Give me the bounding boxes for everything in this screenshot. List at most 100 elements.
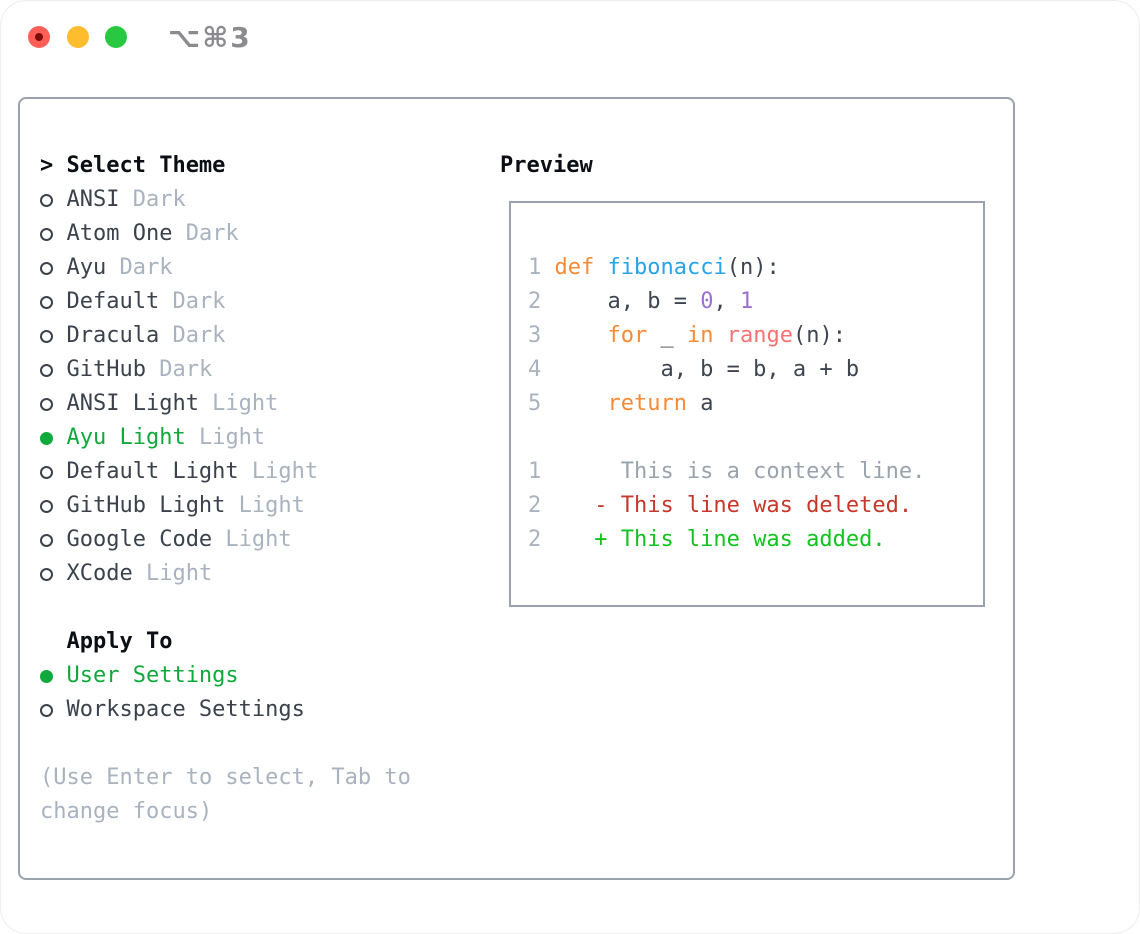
theme-option[interactable]: GitHub Dark <box>40 353 411 387</box>
theme-option[interactable]: GitHub Light Light <box>40 489 411 523</box>
code-token <box>713 323 726 348</box>
hint-text: (Use Enter to select, Tab to <box>40 761 411 795</box>
minimize-button[interactable] <box>67 26 89 48</box>
code-token: (n): <box>726 255 780 280</box>
radio-unselected-icon <box>40 217 66 251</box>
code-token <box>554 391 607 416</box>
diff-text: - This line was deleted. <box>554 493 913 518</box>
code-token: a, b = <box>554 289 701 314</box>
theme-variant: Light <box>185 425 266 450</box>
spacer-row <box>40 727 411 761</box>
theme-variant: Light <box>132 561 213 586</box>
theme-name: Atom One <box>66 221 173 246</box>
theme-name: Google Code <box>66 527 213 552</box>
apply-to-label: Apply To <box>66 629 173 654</box>
radio-unselected-icon <box>40 523 66 557</box>
code-token: fibonacci <box>607 255 727 280</box>
radio-unselected-icon <box>40 285 66 319</box>
theme-option[interactable]: Ayu Dark <box>40 251 411 285</box>
theme-option[interactable]: Atom One Dark <box>40 217 411 251</box>
hint-text: change focus) <box>40 795 411 829</box>
radio-unselected-icon <box>40 455 66 489</box>
radio-unselected-icon <box>40 693 66 727</box>
apply-to-option-label: Workspace Settings <box>66 697 305 722</box>
radio-unselected-icon <box>40 353 66 387</box>
theme-name: XCode <box>66 561 133 586</box>
diff-line-context: 1 This is a context line. <box>528 455 983 489</box>
line-number: 2 <box>528 289 542 314</box>
theme-variant: Dark <box>172 221 239 246</box>
code-token: range <box>726 323 793 348</box>
diff-preview: 1 This is a context line.2 - This line w… <box>528 455 983 557</box>
code-token: a, b = b, a + b <box>554 357 860 382</box>
theme-option[interactable]: ANSI Light Light <box>40 387 411 421</box>
code-token: for <box>607 323 648 348</box>
theme-option[interactable]: Ayu Light Light <box>40 421 411 455</box>
radio-unselected-icon <box>40 557 66 591</box>
radio-unselected-icon <box>40 387 66 421</box>
code-line: 1 def fibonacci(n): <box>528 251 983 285</box>
theme-name: Default <box>66 289 160 314</box>
theme-name: ANSI Light <box>66 391 199 416</box>
theme-name: Default Light <box>66 459 239 484</box>
diff-line-deleted: 2 - This line was deleted. <box>528 489 983 523</box>
code-line: 5 return a <box>528 387 983 421</box>
code-token: def <box>554 255 595 280</box>
apply-to-option-label: User Settings <box>66 663 239 688</box>
theme-variant: Light <box>238 459 319 484</box>
radio-unselected-icon <box>40 183 66 217</box>
theme-option[interactable]: Dracula Dark <box>40 319 411 353</box>
select-theme-heading: > Select Theme <box>40 149 411 183</box>
code-token: _ <box>647 323 687 348</box>
theme-option[interactable]: XCode Light <box>40 557 411 591</box>
close-dot-icon <box>35 33 43 41</box>
cursor-icon: > <box>40 153 54 178</box>
code-token: in <box>686 323 714 348</box>
theme-option[interactable]: Default Dark <box>40 285 411 319</box>
line-number: 5 <box>528 391 542 416</box>
theme-option[interactable]: Default Light Light <box>40 455 411 489</box>
close-button[interactable] <box>28 26 50 48</box>
theme-variant: Light <box>225 493 305 518</box>
theme-variant: Dark <box>159 289 226 314</box>
line-number: 2 <box>528 527 542 552</box>
radio-selected-icon <box>40 421 66 455</box>
line-number: 3 <box>528 323 542 348</box>
radio-unselected-icon <box>40 319 66 353</box>
theme-name: Ayu <box>66 255 107 280</box>
theme-name: Ayu Light <box>66 425 186 450</box>
theme-name: ANSI <box>66 187 120 212</box>
zoom-button[interactable] <box>105 26 127 48</box>
code-token <box>594 255 607 280</box>
theme-variant: Light <box>212 527 292 552</box>
apply-to-option[interactable]: Workspace Settings <box>40 693 411 727</box>
theme-name: Dracula <box>66 323 160 348</box>
code-token: 1 <box>739 289 754 314</box>
code-token <box>554 323 607 348</box>
theme-option[interactable]: Google Code Light <box>40 523 411 557</box>
code-line: 2 a, b = 0, 1 <box>528 285 983 319</box>
spacer-row <box>40 591 411 625</box>
select-theme-label: Select Theme <box>66 153 226 178</box>
diff-line-added: 2 + This line was added. <box>528 523 983 557</box>
radio-unselected-icon <box>40 251 66 285</box>
code-token: , <box>713 289 740 314</box>
hint-line: change focus) <box>40 799 213 824</box>
theme-variant: Dark <box>119 187 186 212</box>
theme-variant: Light <box>198 391 279 416</box>
hint-line: (Use Enter to select, Tab to <box>40 765 411 790</box>
theme-option[interactable]: ANSI Dark <box>40 183 411 217</box>
code-token: a <box>686 391 714 416</box>
radio-selected-icon <box>40 659 66 693</box>
code-line: 3 for _ in range(n): <box>528 319 983 353</box>
theme-variant: Dark <box>145 357 213 382</box>
line-number: 1 <box>528 255 542 280</box>
line-number: 2 <box>528 493 542 518</box>
apply-to-option[interactable]: User Settings <box>40 659 411 693</box>
radio-unselected-icon <box>40 489 66 523</box>
